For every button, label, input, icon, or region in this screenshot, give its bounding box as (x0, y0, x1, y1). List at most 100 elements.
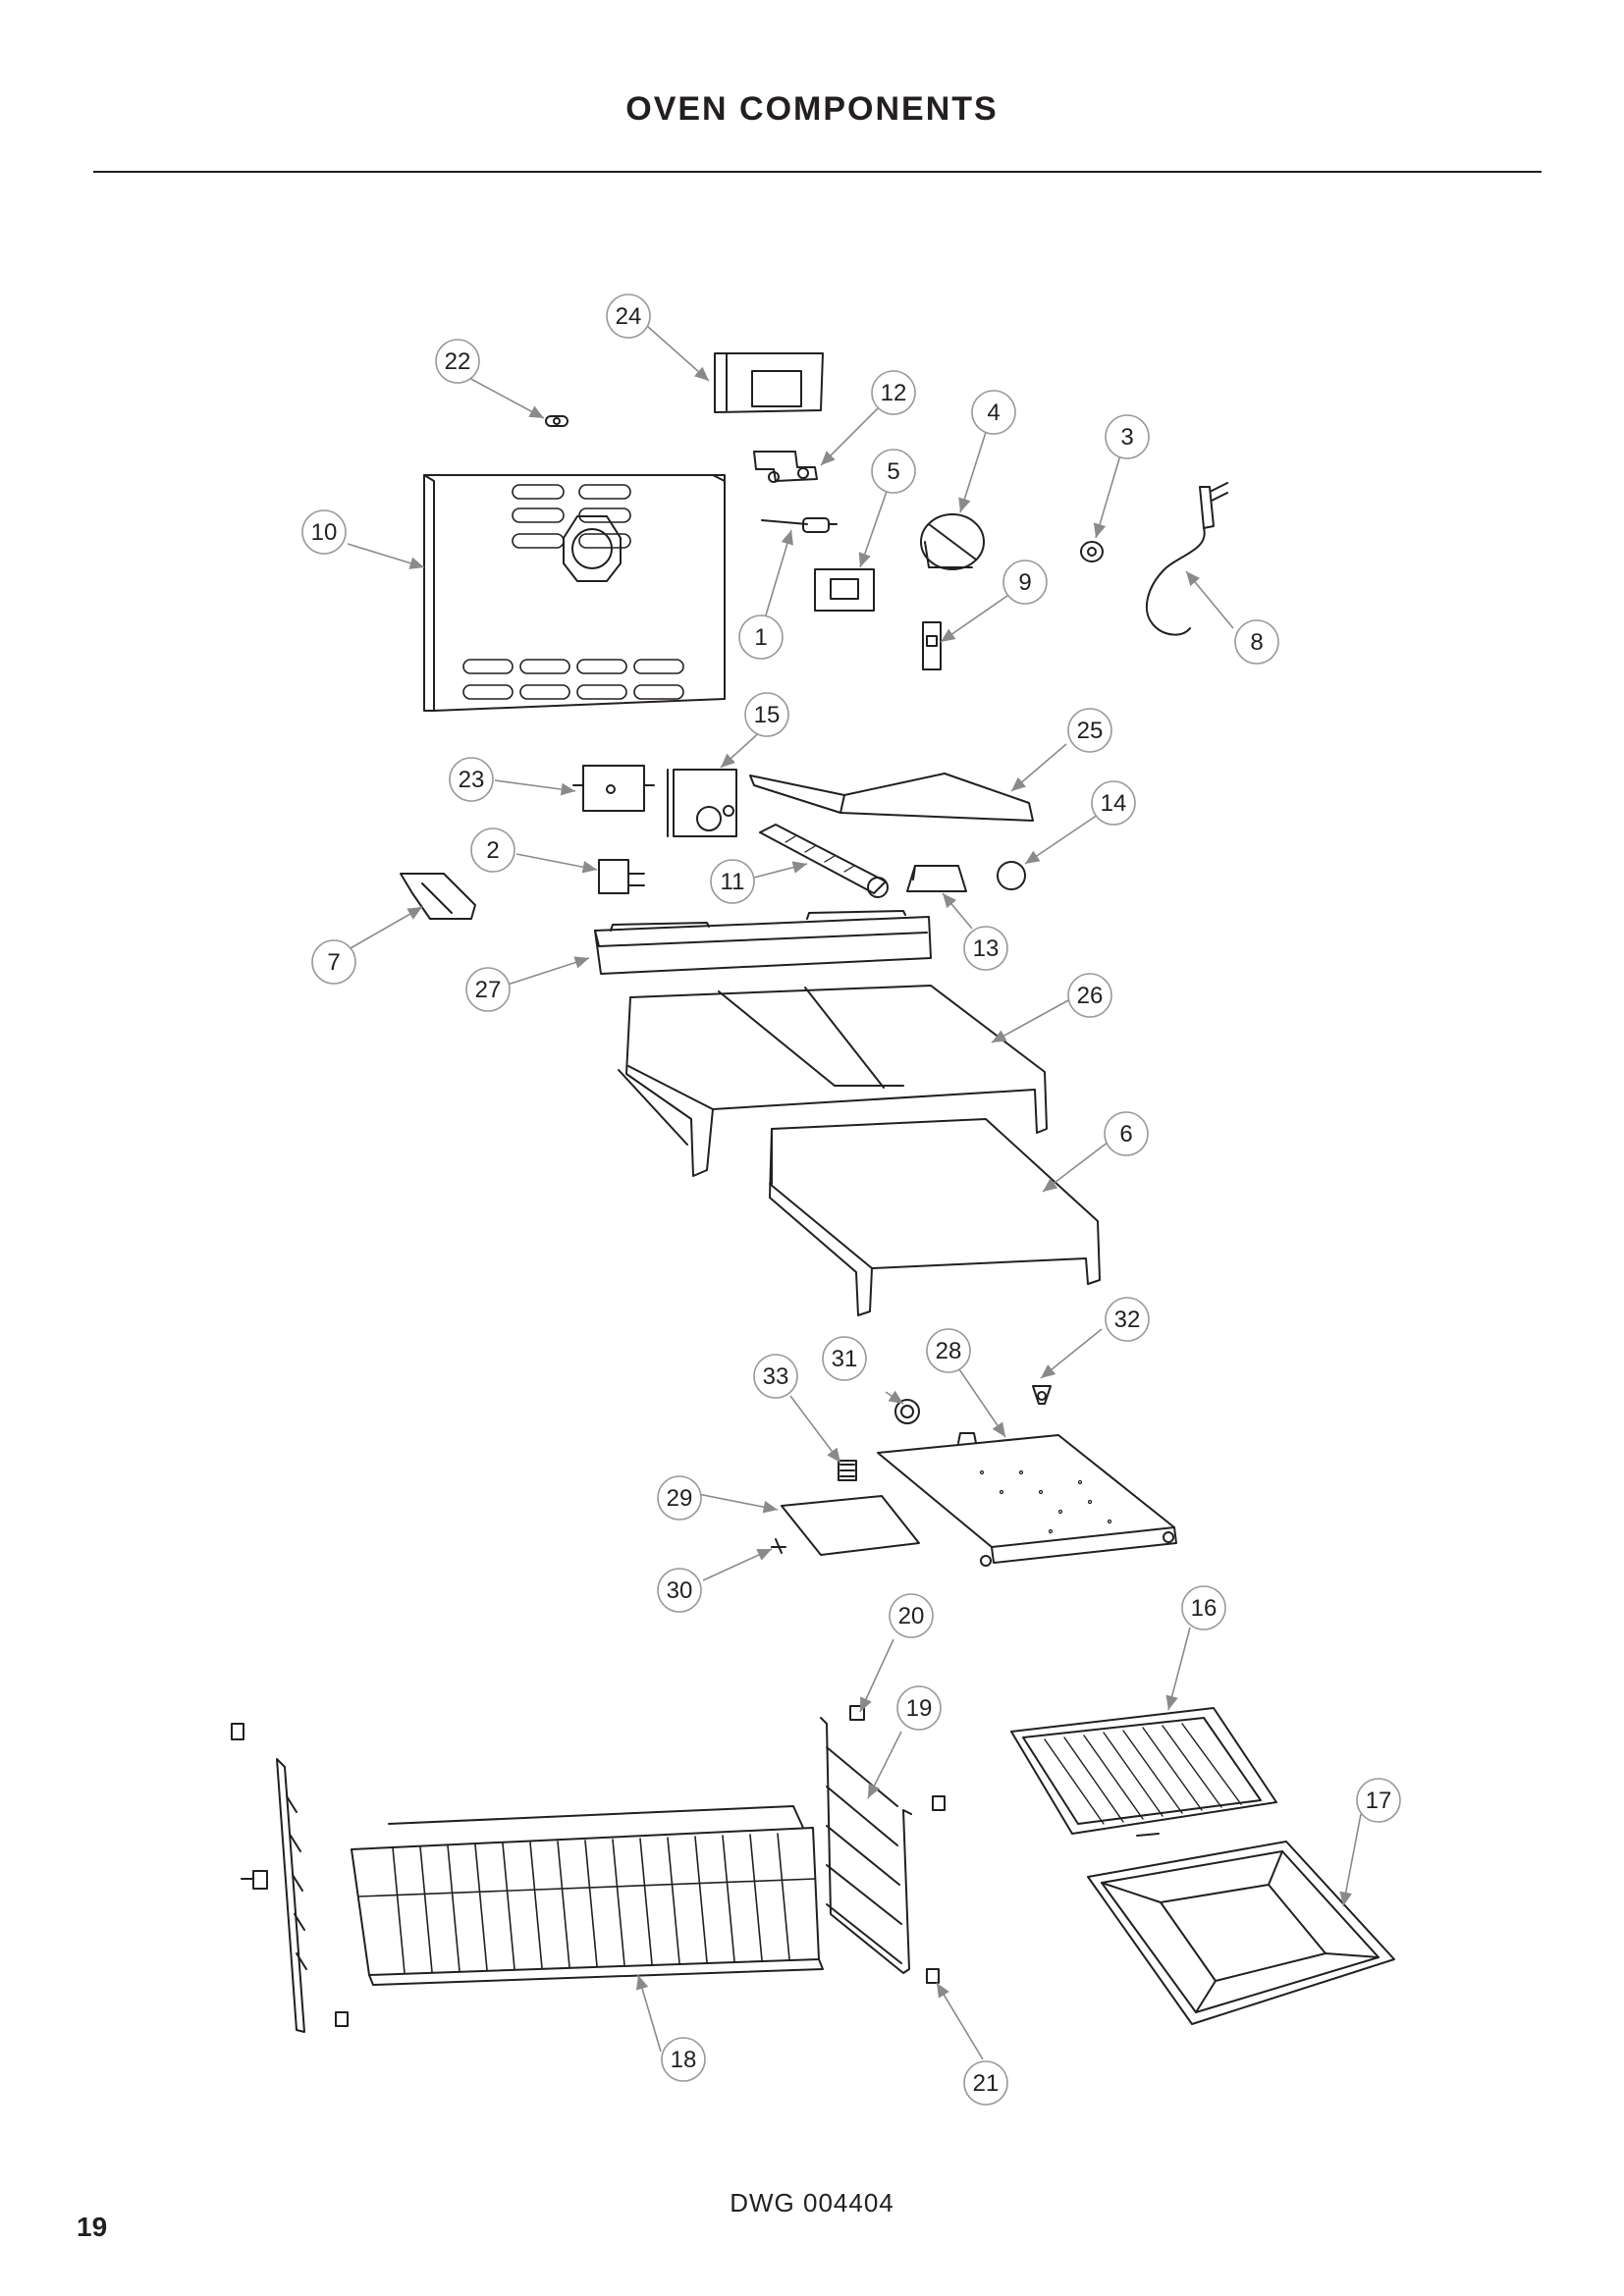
stud-left-mid (241, 1870, 268, 1890)
part-33-spring (838, 1460, 857, 1481)
callout-5: 5 (871, 449, 916, 494)
svg-text:24: 24 (616, 303, 642, 330)
svg-text:15: 15 (754, 702, 781, 728)
svg-text:5: 5 (887, 458, 899, 485)
callout-13: 13 (963, 926, 1008, 971)
callout-24: 24 (606, 294, 651, 339)
svg-text:23: 23 (459, 767, 485, 793)
part-3-knob (1080, 541, 1104, 562)
svg-text:11: 11 (721, 869, 745, 895)
part-8-power-cord (1145, 482, 1228, 636)
svg-text:33: 33 (763, 1363, 789, 1390)
svg-text:6: 6 (1119, 1121, 1132, 1148)
stud-left-bottom (335, 2011, 349, 2027)
stud-right-mid (932, 1795, 946, 1811)
part-6-tray (769, 1118, 1101, 1316)
part-11-burner (759, 824, 889, 898)
svg-text:30: 30 (667, 1577, 693, 1604)
svg-text:13: 13 (973, 935, 1000, 962)
callout-21: 21 (963, 2060, 1008, 2106)
part-30-screw (771, 1538, 786, 1554)
callout-12: 12 (871, 370, 916, 415)
svg-text:4: 4 (987, 400, 1000, 426)
callout-29: 29 (657, 1475, 702, 1521)
callout-20: 20 (889, 1593, 934, 1638)
callout-25: 25 (1067, 708, 1112, 753)
part-15-box (667, 769, 737, 837)
svg-text:27: 27 (475, 977, 502, 1003)
callout-26: 26 (1067, 973, 1112, 1018)
part-16-grill (1010, 1707, 1277, 1837)
part-31-ring (894, 1399, 920, 1424)
svg-text:21: 21 (973, 2070, 1000, 2097)
callout-4: 4 (971, 390, 1016, 435)
callouts: 1 2 3 4 5 6 7 8 9 10 11 12 13 14 15 16 1… (301, 294, 1401, 2106)
svg-text:29: 29 (667, 1485, 693, 1512)
svg-text:3: 3 (1120, 424, 1133, 451)
svg-text:26: 26 (1077, 983, 1104, 1009)
callout-6: 6 (1104, 1111, 1149, 1156)
page-number: 19 (77, 2212, 108, 2242)
part-26-shroud (618, 985, 1048, 1177)
svg-text:7: 7 (327, 949, 340, 976)
callout-10: 10 (301, 509, 347, 555)
part-18-shelf (351, 1805, 824, 1986)
part-14-disc (997, 861, 1026, 890)
part-4-fan-motor (920, 513, 985, 570)
title-rule (93, 171, 1542, 173)
part-1-probe (761, 517, 838, 533)
drawing-number: DWG 004404 (730, 2188, 894, 2217)
callout-16: 16 (1181, 1585, 1226, 1630)
part-12-bracket (753, 451, 818, 483)
stud-left-top (231, 1723, 244, 1740)
callout-8: 8 (1234, 619, 1279, 665)
svg-text:14: 14 (1101, 790, 1127, 817)
part-32-clip (1032, 1385, 1052, 1405)
callout-18: 18 (661, 2037, 706, 2082)
svg-text:20: 20 (898, 1603, 925, 1629)
svg-text:16: 16 (1191, 1595, 1218, 1622)
part-25-deflector (749, 773, 1034, 822)
callout-14: 14 (1091, 780, 1136, 826)
part-7-bracket (400, 873, 476, 920)
part-21-stud (926, 1968, 940, 1984)
callout-22: 22 (435, 339, 480, 384)
part-19-runner (820, 1717, 912, 1974)
svg-text:1: 1 (754, 624, 767, 651)
svg-text:2: 2 (486, 837, 499, 864)
part-28-plate (877, 1432, 1177, 1567)
svg-text:25: 25 (1077, 718, 1104, 744)
callout-17: 17 (1356, 1778, 1401, 1823)
svg-text:17: 17 (1366, 1788, 1392, 1814)
callout-33: 33 (753, 1354, 798, 1399)
svg-text:22: 22 (445, 348, 471, 375)
callout-19: 19 (896, 1685, 942, 1731)
part-10-back-panel (423, 474, 726, 712)
callout-3: 3 (1105, 414, 1150, 459)
svg-text:9: 9 (1018, 569, 1031, 596)
part-24-cover (714, 352, 824, 413)
callout-2: 2 (470, 828, 515, 873)
svg-text:28: 28 (936, 1338, 962, 1364)
part-5-plate (814, 568, 875, 612)
callout-32: 32 (1105, 1297, 1150, 1342)
svg-text:12: 12 (881, 380, 907, 406)
left-runner (276, 1758, 307, 2033)
callout-31: 31 (822, 1336, 867, 1381)
callout-27: 27 (465, 967, 511, 1012)
callout-23: 23 (449, 757, 494, 802)
callout-28: 28 (926, 1328, 971, 1373)
svg-text:10: 10 (311, 519, 338, 546)
callout-9: 9 (1002, 560, 1048, 605)
svg-text:31: 31 (832, 1346, 858, 1372)
part-23-cover (572, 765, 655, 812)
svg-text:19: 19 (906, 1695, 933, 1722)
part-20-stud (849, 1705, 865, 1721)
part-17-pan (1087, 1841, 1395, 2025)
part-13-bracket (906, 865, 967, 892)
page-title: OVEN COMPONENTS (625, 90, 999, 128)
svg-text:18: 18 (671, 2047, 697, 2073)
leaders (343, 325, 1362, 2060)
callout-1: 1 (738, 614, 784, 660)
